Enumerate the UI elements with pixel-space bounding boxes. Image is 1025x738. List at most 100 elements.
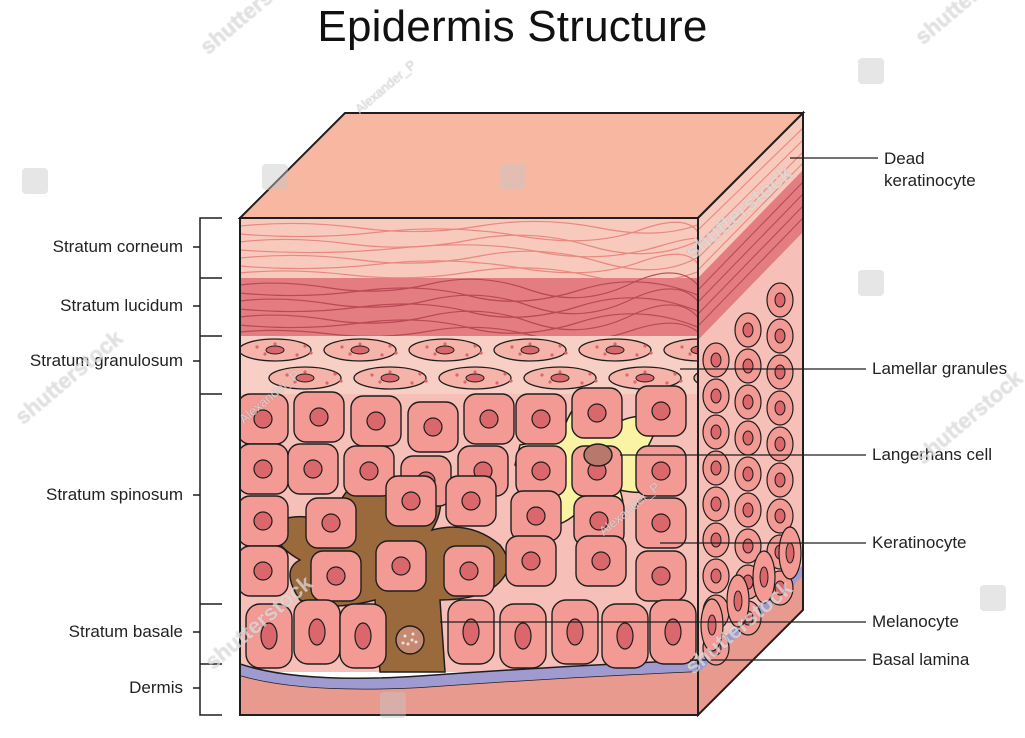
side-cell: [702, 414, 730, 450]
side-basal-cell: [778, 526, 802, 580]
granulosum-cell: [663, 338, 698, 362]
keratinocyte-cell: [385, 475, 437, 527]
keratinocyte-cell: [240, 545, 289, 597]
side-cell: [702, 558, 730, 594]
granulosum-cell: [608, 366, 683, 390]
side-cell: [702, 378, 730, 414]
side-cell: [734, 456, 762, 492]
callout-dead-line1: Dead: [884, 149, 925, 168]
keratinocyte-cell: [293, 391, 345, 443]
basal-cell: [551, 599, 599, 665]
diagram-title: Epidermis Structure: [317, 2, 708, 51]
granulosum-cell: [353, 366, 428, 390]
side-face-outline: [697, 110, 804, 718]
watermark-logo-icon: [980, 585, 1006, 611]
keratinocyte-cell: [240, 495, 289, 547]
keratinocyte-cell: [407, 401, 459, 453]
side-cell: [766, 390, 794, 426]
granulosum-cell: [240, 338, 313, 362]
keratinocyte-cell: [635, 497, 687, 549]
side-cell: [766, 354, 794, 390]
keratinocyte-cell: [505, 535, 557, 587]
keratinocyte-cell: [443, 545, 495, 597]
keratinocyte-cell: [240, 443, 289, 495]
corneum-wavy-lines: [240, 220, 698, 283]
granulosum-cell: [523, 366, 598, 390]
side-basal-cell: [726, 574, 750, 628]
basal-cell: [339, 603, 387, 669]
basal-cell: [447, 599, 495, 665]
keratinocyte-cell: [573, 495, 625, 547]
granulosum-cell: [323, 338, 398, 362]
basal-lamina: [240, 659, 698, 691]
callout-dead-line2: keratinocyte: [884, 171, 976, 190]
callout-langerhans-cell: Langerhans cell: [872, 445, 993, 464]
label-stratum-granulosum: Stratum granulosum: [29, 351, 183, 370]
side-cell: [734, 420, 762, 456]
keratinocyte-cell: [240, 393, 289, 445]
side-cell: [734, 528, 762, 564]
keratinocyte-cell: [463, 393, 515, 445]
basal-cell: [293, 599, 341, 665]
label-dermis: Dermis: [129, 678, 183, 697]
keratinocyte-cell: [510, 490, 562, 542]
label-stratum-spinosum: Stratum spinosum: [46, 485, 183, 504]
side-basal-cell: [752, 550, 776, 604]
watermark-logo-icon: [380, 692, 406, 718]
granulosum-cell: [408, 338, 483, 362]
side-cell: [702, 522, 730, 558]
watermark-logo-icon: [500, 164, 526, 190]
basal-cell: [649, 599, 697, 665]
watermark-logo-icon: [858, 58, 884, 84]
side-cell: [702, 450, 730, 486]
callout-melanocyte: Melanocyte: [872, 612, 959, 631]
label-stratum-lucidum: Stratum lucidum: [60, 296, 183, 315]
langerhans-nucleus: [583, 443, 613, 467]
granulosum-cell: [493, 338, 568, 362]
basal-cell: [245, 603, 293, 669]
keratinocyte-cell: [343, 445, 395, 497]
callout-keratinocyte: Keratinocyte: [872, 533, 967, 552]
label-stratum-basale: Stratum basale: [68, 622, 183, 641]
basal-cell: [499, 603, 547, 669]
keratinocyte-cell: [571, 387, 623, 439]
side-cell: [734, 348, 762, 384]
keratinocyte-cell: [635, 385, 687, 437]
callout-basal-lamina: Basal lamina: [872, 650, 970, 669]
side-cell: [766, 426, 794, 462]
layer-bracket: [199, 217, 222, 716]
side-cell: [734, 492, 762, 528]
keratinocyte-cell: [375, 540, 427, 592]
label-stratum-corneum: Stratum corneum: [52, 237, 183, 256]
keratinocyte-cell: [575, 535, 627, 587]
granulosum-cell: [438, 366, 513, 390]
side-cell: [766, 498, 794, 534]
basal-cell: [601, 603, 649, 669]
watermark-logo-icon: [262, 164, 288, 190]
keratinocyte-cell: [310, 550, 362, 602]
side-cell: [766, 282, 794, 318]
side-cell: [766, 318, 794, 354]
layer-label-ticks: [193, 246, 200, 689]
side-cell: [766, 462, 794, 498]
keratinocyte-cell: [287, 443, 339, 495]
side-cell: [734, 312, 762, 348]
side-basal-cell: [700, 598, 724, 652]
melanocyte-nucleus: [395, 625, 425, 655]
keratinocyte-cell: [350, 395, 402, 447]
side-cell: [734, 384, 762, 420]
granulosum-cell: [578, 338, 653, 362]
side-lucidum: [698, 170, 803, 340]
keratinocyte-cell: [445, 475, 497, 527]
keratinocyte-cell: [635, 550, 687, 602]
side-cell: [702, 486, 730, 522]
granulosum-cell: [268, 366, 343, 390]
keratinocyte-cell: [515, 445, 567, 497]
watermark-logo-icon: [22, 168, 48, 194]
keratinocyte-cell: [305, 497, 357, 549]
watermark-logo-icon: [858, 270, 884, 296]
keratinocyte-cell: [635, 445, 687, 497]
lucidum-lines: [240, 272, 698, 342]
side-dermis: [698, 575, 803, 715]
